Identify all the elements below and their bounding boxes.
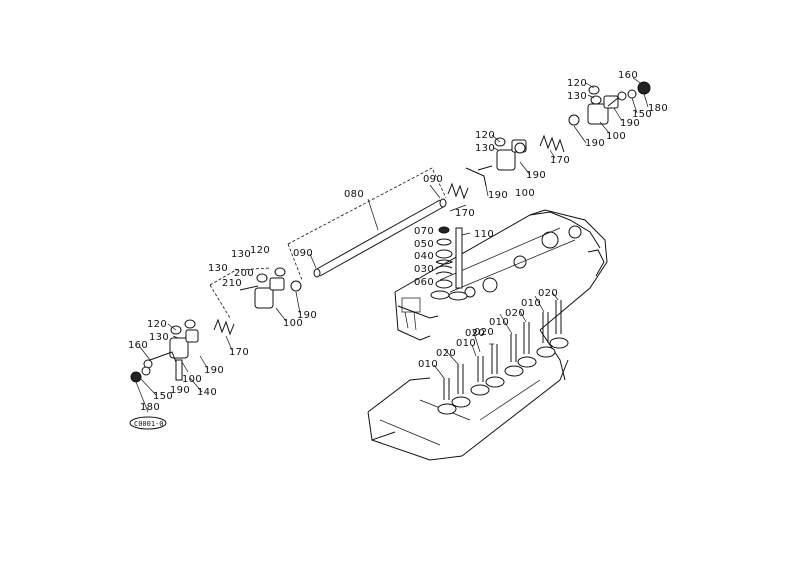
callout-020: 020 bbox=[436, 348, 456, 359]
callout-090: 090 bbox=[423, 174, 443, 185]
callout-200: 200 bbox=[234, 268, 254, 279]
callout-020: 020 bbox=[538, 288, 558, 299]
callout-120: 120 bbox=[147, 319, 167, 330]
callout-010: 010 bbox=[418, 359, 438, 370]
callout-060: 060 bbox=[414, 277, 434, 288]
figure-code: C0001-0 bbox=[134, 420, 164, 428]
cylinder-head bbox=[367, 209, 608, 461]
callout-090: 090 bbox=[293, 248, 313, 259]
callout-020: 020 bbox=[474, 327, 494, 338]
rocker-springs bbox=[213, 134, 565, 336]
callout-180: 180 bbox=[648, 103, 668, 114]
rocker-arm-group-center-right bbox=[465, 137, 527, 187]
callout-030: 030 bbox=[414, 264, 434, 275]
callout-100: 100 bbox=[283, 318, 303, 329]
rocker-shaft bbox=[287, 167, 447, 281]
callout-210: 210 bbox=[222, 278, 242, 289]
valve-spring-stack bbox=[430, 226, 468, 301]
callout-040: 040 bbox=[414, 251, 434, 262]
callout-170: 170 bbox=[455, 208, 475, 219]
valve bbox=[485, 344, 505, 388]
callout-160: 160 bbox=[618, 70, 638, 81]
callout-190: 190 bbox=[526, 170, 546, 181]
callout-190: 190 bbox=[204, 365, 224, 376]
figure-code-badge: C0001-0 bbox=[129, 416, 167, 430]
callout-100: 100 bbox=[182, 374, 202, 385]
callout-160: 160 bbox=[128, 340, 148, 351]
callout-100: 100 bbox=[606, 131, 626, 142]
callout-010: 010 bbox=[456, 338, 476, 349]
leader-lines bbox=[135, 77, 649, 413]
callout-190: 190 bbox=[585, 138, 605, 149]
valve bbox=[437, 378, 457, 415]
valves bbox=[437, 300, 569, 415]
callout-170: 170 bbox=[229, 347, 249, 358]
callout-150: 150 bbox=[153, 391, 173, 402]
callout-140: 140 bbox=[197, 387, 217, 398]
callout-070: 070 bbox=[414, 226, 434, 237]
callout-050: 050 bbox=[414, 239, 434, 250]
valve bbox=[451, 364, 471, 408]
callout-190: 190 bbox=[297, 310, 317, 321]
valve bbox=[517, 322, 537, 368]
valve bbox=[470, 356, 490, 396]
callout-010: 010 bbox=[489, 317, 509, 328]
callout-180: 180 bbox=[140, 402, 160, 413]
valve bbox=[536, 312, 556, 358]
callout-130: 130 bbox=[149, 332, 169, 343]
callout-190: 190 bbox=[170, 385, 190, 396]
callout-170: 170 bbox=[550, 155, 570, 166]
callout-130: 130 bbox=[475, 143, 495, 154]
callout-130: 130 bbox=[208, 263, 228, 274]
callout-130: 130 bbox=[231, 249, 251, 260]
callout-020: 020 bbox=[505, 308, 525, 319]
valve bbox=[504, 334, 524, 377]
callout-010: 010 bbox=[521, 298, 541, 309]
callouts: 080 090 090 110 070 050 040 030 060 170 … bbox=[128, 70, 668, 413]
callout-100: 100 bbox=[515, 188, 535, 199]
callout-110: 110 bbox=[474, 229, 494, 240]
callout-080: 080 bbox=[344, 189, 364, 200]
callout-020: 020 bbox=[465, 328, 485, 339]
rocker-arm-group-center-left bbox=[209, 267, 302, 319]
valve bbox=[549, 300, 569, 349]
callout-120: 120 bbox=[250, 245, 270, 256]
callout-130: 130 bbox=[567, 91, 587, 102]
callout-150: 150 bbox=[632, 109, 652, 120]
callout-120: 120 bbox=[475, 130, 495, 141]
callout-120: 120 bbox=[567, 78, 587, 89]
callout-190: 190 bbox=[620, 118, 640, 129]
callout-190: 190 bbox=[488, 190, 508, 201]
